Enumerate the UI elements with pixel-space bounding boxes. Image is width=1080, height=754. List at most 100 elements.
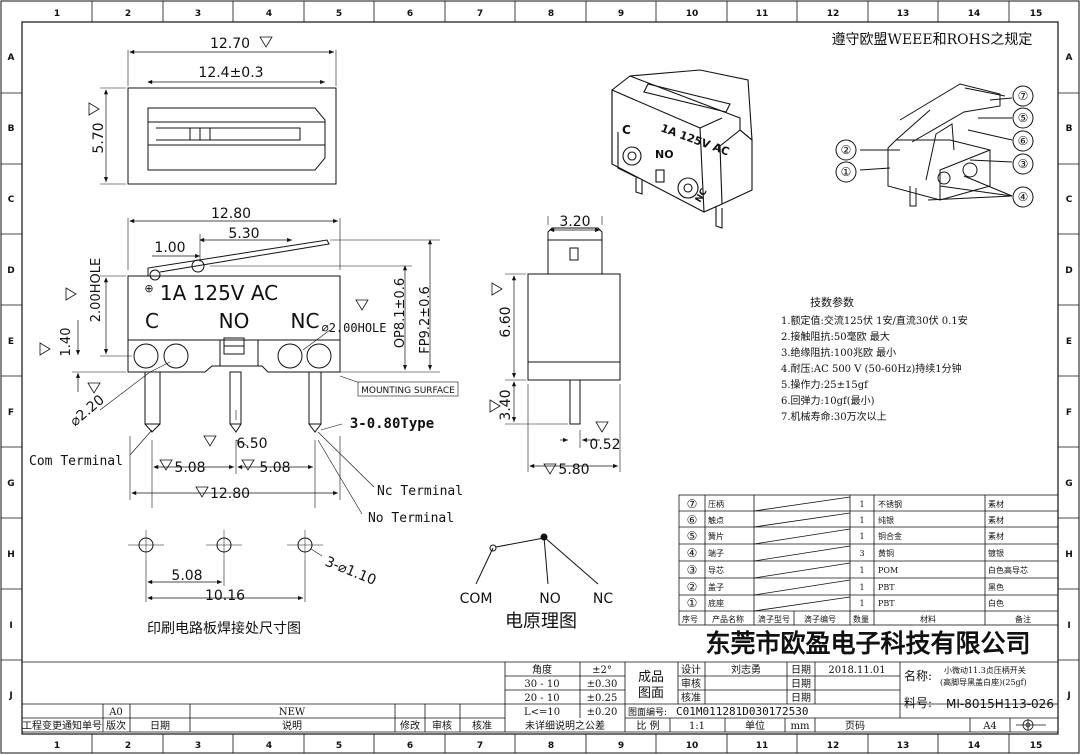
drawing-label: 图面 — [638, 686, 664, 701]
bom-header-model: 滴子型号 — [758, 614, 790, 624]
bom-row: ⑦ 压柄 1 不锈钢 素材 — [687, 497, 1004, 511]
company-name: 东莞市欧盈电子科技有限公司 — [705, 629, 1030, 658]
spec-item: 7.机械寿命:30万次以上 — [781, 410, 887, 423]
bom-note: 素材 — [988, 499, 1004, 509]
row-label: A — [8, 53, 15, 63]
side-view — [505, 216, 621, 472]
projection-symbol-icon — [1016, 719, 1046, 731]
col-label: 15 — [1030, 9, 1043, 19]
row-label: D — [1065, 266, 1072, 276]
bom-qty: 1 — [859, 532, 864, 541]
bom-note: 镀银 — [988, 548, 1004, 558]
tolerance-note: 未详细说明之公差 — [525, 719, 605, 732]
dim-triangle-icon — [195, 486, 209, 498]
circuit-nc: NC — [593, 591, 613, 607]
angle-label: 角度 — [532, 663, 552, 676]
iso-marking-c: C — [622, 123, 631, 137]
grid-labels: 1 2 3 4 5 6 7 8 9 10 11 12 13 14 15 1 2 … — [7, 9, 1073, 751]
rev-col-date: 日期 — [150, 720, 170, 732]
bom-header-material: 材料 — [920, 614, 936, 624]
row-label: J — [1066, 691, 1070, 701]
pcb-dim-total: 10.16 — [205, 588, 245, 604]
bom-name: 端子 — [708, 548, 724, 558]
name-line2: (高脚导黑盖白座)(25gf) — [940, 677, 1027, 687]
compliance-note: 遵守欧盟WEEE和ROHS之规定 — [832, 31, 1033, 48]
dim-triangle-icon — [543, 463, 557, 475]
drawing-no-label: 图面编号: — [628, 706, 667, 718]
tol-value: ±0.30 — [587, 679, 618, 690]
bom-qty: 3 — [859, 549, 864, 558]
circuit-caption: 电原理图 — [505, 611, 577, 632]
bom-no: ② — [687, 580, 698, 594]
bom-name: 盖子 — [708, 582, 724, 592]
paper-size: A4 — [982, 721, 997, 732]
dim-side-top: 3.20 — [559, 214, 590, 230]
col-label: 3 — [195, 741, 201, 751]
dim-fp: FP9.2±0.6 — [418, 286, 433, 354]
col-label: 14 — [968, 741, 981, 751]
iso-marking-no: NO — [655, 148, 674, 161]
part-label: 料号: — [904, 696, 932, 710]
row-label: C — [1066, 195, 1073, 205]
col-label: 9 — [618, 9, 624, 19]
col-label: 13 — [897, 741, 910, 751]
dim-op: OP8.1±0.6 — [393, 278, 408, 348]
col-label: 8 — [548, 9, 554, 19]
tol-range: L<=10 — [524, 707, 560, 718]
nc-terminal-label: Nc Terminal — [377, 484, 463, 499]
col-label: 9 — [618, 741, 624, 751]
col-label: 13 — [897, 9, 910, 19]
row-label: I — [1067, 621, 1070, 631]
bom-name: 底座 — [708, 598, 724, 608]
col-label: 11 — [756, 741, 769, 751]
spec-item: 3.绝缘阻抗:100兆欧 最小 — [781, 346, 896, 359]
bom-material: POM — [878, 566, 898, 575]
scale-value: 1:1 — [689, 721, 705, 732]
bom-no: ⑦ — [687, 497, 698, 511]
col-label: 12 — [827, 741, 840, 751]
bom-material: 纯银 — [878, 515, 894, 525]
date-label: 日期 — [791, 692, 811, 704]
review-label: 审核 — [681, 677, 701, 690]
dim-triangle-icon — [595, 421, 609, 433]
row-label: E — [8, 337, 14, 347]
dim-triangle-icon — [39, 342, 51, 356]
date-value: 2018.11.01 — [828, 665, 885, 676]
bom-material: 黄铜 — [878, 548, 894, 558]
bom-no: ③ — [687, 563, 698, 577]
date-label: 日期 — [791, 678, 811, 690]
dim-top-width: 12.70 — [210, 36, 250, 52]
spec-item: 1.额定值:交流125伏 1安/直流30伏 0.1安 — [781, 314, 968, 327]
bom-note: 白色 — [988, 598, 1004, 608]
revision-code: A0 — [108, 707, 123, 718]
dim-triangle-icon — [203, 435, 217, 447]
bom-qty: 1 — [859, 566, 864, 575]
specs-title: 技数参数 — [810, 295, 854, 309]
callout-2: ② — [841, 143, 852, 157]
row-label: E — [1066, 337, 1072, 347]
col-label: 7 — [477, 9, 483, 19]
callout-4: ④ — [1018, 190, 1029, 204]
callout-5: ⑤ — [1018, 111, 1029, 125]
dim-triangle-icon — [355, 299, 369, 311]
bom-no: ① — [687, 596, 698, 610]
dim-left-pitch: 5.08 — [174, 460, 205, 476]
col-label: 6 — [407, 9, 413, 19]
bom-rows: ⑦ 压柄 1 不锈钢 素材 ⑥ 触点 1 纯银 素材 ⑤ 簧片 1 铜合金 素材… — [682, 497, 1031, 624]
col-label: 10 — [686, 741, 699, 751]
bom-header-qty: 数量 — [853, 614, 869, 624]
callout-labels: ⑦ ⑤ ⑥ ③ ④ ② ① — [841, 89, 1029, 204]
bom-qty: 1 — [859, 516, 864, 525]
rev-col-approve: 核准 — [472, 719, 492, 732]
bom-material: 铜合金 — [878, 531, 902, 541]
bom-header-note: 备注 — [1015, 614, 1031, 624]
col-label: 7 — [477, 741, 483, 751]
terminal-label-no: NO — [219, 309, 250, 333]
dim-hole-height: 2.00HOLE — [89, 258, 104, 322]
callout-1: ① — [841, 165, 852, 179]
title-block — [22, 661, 1058, 733]
dim-top-height: 5.70 — [91, 122, 107, 153]
spec-item: 5.操作力:25±15gf — [781, 378, 869, 391]
